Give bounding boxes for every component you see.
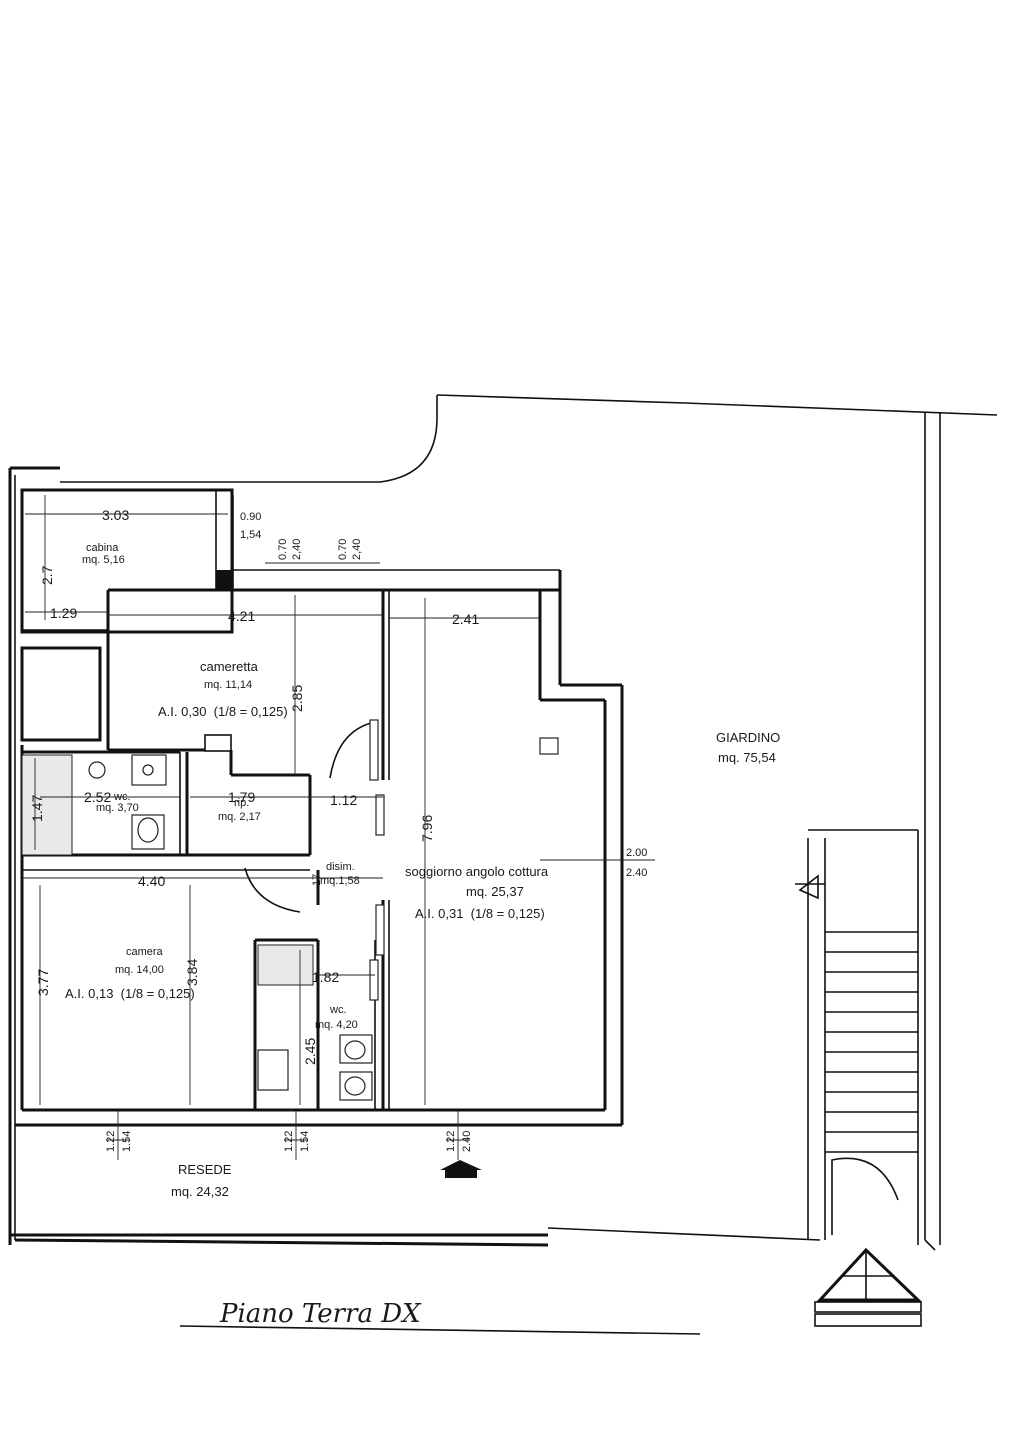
room-wc1-area: mq. 3,70 xyxy=(96,802,139,814)
garden-boundary xyxy=(60,394,998,1251)
room-wc2-area: mq. 4,20 xyxy=(315,1019,358,1031)
window-1-top: 1.22 xyxy=(105,1131,117,1152)
dim-2-7: 2.7 xyxy=(39,565,55,585)
entrance-arrows xyxy=(440,1160,922,1327)
room-cameretta-area: mq. 11,14 xyxy=(204,679,252,691)
dim-3-03: 3.03 xyxy=(102,507,129,523)
dimension-lines xyxy=(22,495,655,1160)
room-cabina-area: mq. 5,16 xyxy=(82,554,125,566)
room-rip-name: rip. xyxy=(234,797,249,809)
dim-1-79: 1.79 xyxy=(228,789,255,805)
door-swings xyxy=(244,719,899,1235)
dim-2-40-b: 2,40 xyxy=(351,539,363,560)
dim-2-45: 2.45 xyxy=(302,1038,318,1065)
room-cameretta-ai: A.I. 0,30 (1/8 = 0,125) xyxy=(158,704,288,719)
dim-2-85: 2.85 xyxy=(289,685,305,712)
room-resede-name: RESEDE xyxy=(178,1162,232,1177)
dim-4-40: 4.40 xyxy=(138,873,165,889)
room-camera-name: camera xyxy=(126,946,164,958)
room-labels: cabina mq. 5,16 cameretta mq. 11,14 A.I.… xyxy=(65,542,780,1199)
dim-1-29: 1.29 xyxy=(50,605,77,621)
dim-2-52: 2.52 xyxy=(84,789,111,805)
dim-0-90: 0.90 xyxy=(240,511,261,523)
dim-2-00: 2.00 xyxy=(626,847,647,859)
room-wc1-name: wc. xyxy=(113,791,131,803)
drawing-title: Piano Terra DX xyxy=(179,1299,701,1335)
room-giardino-name: GIARDINO xyxy=(716,730,780,745)
dim-0-70-a: 0.70 xyxy=(277,539,289,560)
room-cameretta-name: cameretta xyxy=(200,659,259,674)
window-2-top: 1.22 xyxy=(283,1131,295,1152)
room-disim-name: disim. xyxy=(326,861,355,873)
dim-7-96: 7.96 xyxy=(419,815,435,842)
dim-1-12: 1.12 xyxy=(330,792,357,808)
dim-2-41: 2.41 xyxy=(452,611,479,627)
dimension-labels: 3.03 2.7 0.90 1,54 0.70 2,40 0.70 2,40 1… xyxy=(29,507,647,1152)
dim-17: 17 xyxy=(311,874,323,886)
handwritten-title: Piano Terra DX xyxy=(219,1299,422,1329)
dim-2-40-c: 2.40 xyxy=(626,867,647,879)
dim-1-82: 1.82 xyxy=(312,969,339,985)
window-1-bot: 1.54 xyxy=(121,1131,133,1152)
dim-3-77: 3.77 xyxy=(35,969,51,996)
garden-stairs xyxy=(795,829,919,1245)
window-2-bot: 1.54 xyxy=(299,1131,311,1152)
room-resede-area: mq. 24,32 xyxy=(171,1184,229,1199)
room-rip-area: mq. 2,17 xyxy=(218,811,261,823)
room-cabina-name: cabina xyxy=(86,542,119,554)
window-3-top: 1.22 xyxy=(445,1131,457,1152)
room-camera-area: mq. 14,00 xyxy=(115,964,164,976)
fixtures xyxy=(21,737,559,1101)
room-disim-area: mq.1,58 xyxy=(320,875,360,887)
room-soggiorno-area: mq. 25,37 xyxy=(466,884,524,899)
building-walls xyxy=(8,466,624,1247)
dim-2-40-a: 2,40 xyxy=(291,539,303,560)
room-soggiorno-name: soggiorno angolo cottura xyxy=(405,864,549,879)
dim-0-70-b: 0.70 xyxy=(337,539,349,560)
dim-3-84: 3.84 xyxy=(184,959,200,986)
room-soggiorno-ai: A.I. 0,31 (1/8 = 0,125) xyxy=(415,906,545,921)
dim-1-47: 1.47 xyxy=(29,795,45,822)
dim-1-54-top: 1,54 xyxy=(240,529,261,541)
room-giardino-area: mq. 75,54 xyxy=(718,750,776,765)
room-wc2-name: wc. xyxy=(329,1004,347,1016)
dim-4-21: 4.21 xyxy=(228,608,255,624)
window-3-bot: 2.40 xyxy=(461,1131,473,1152)
room-camera-ai: A.I. 0,13 (1/8 = 0,125) xyxy=(65,986,195,1001)
